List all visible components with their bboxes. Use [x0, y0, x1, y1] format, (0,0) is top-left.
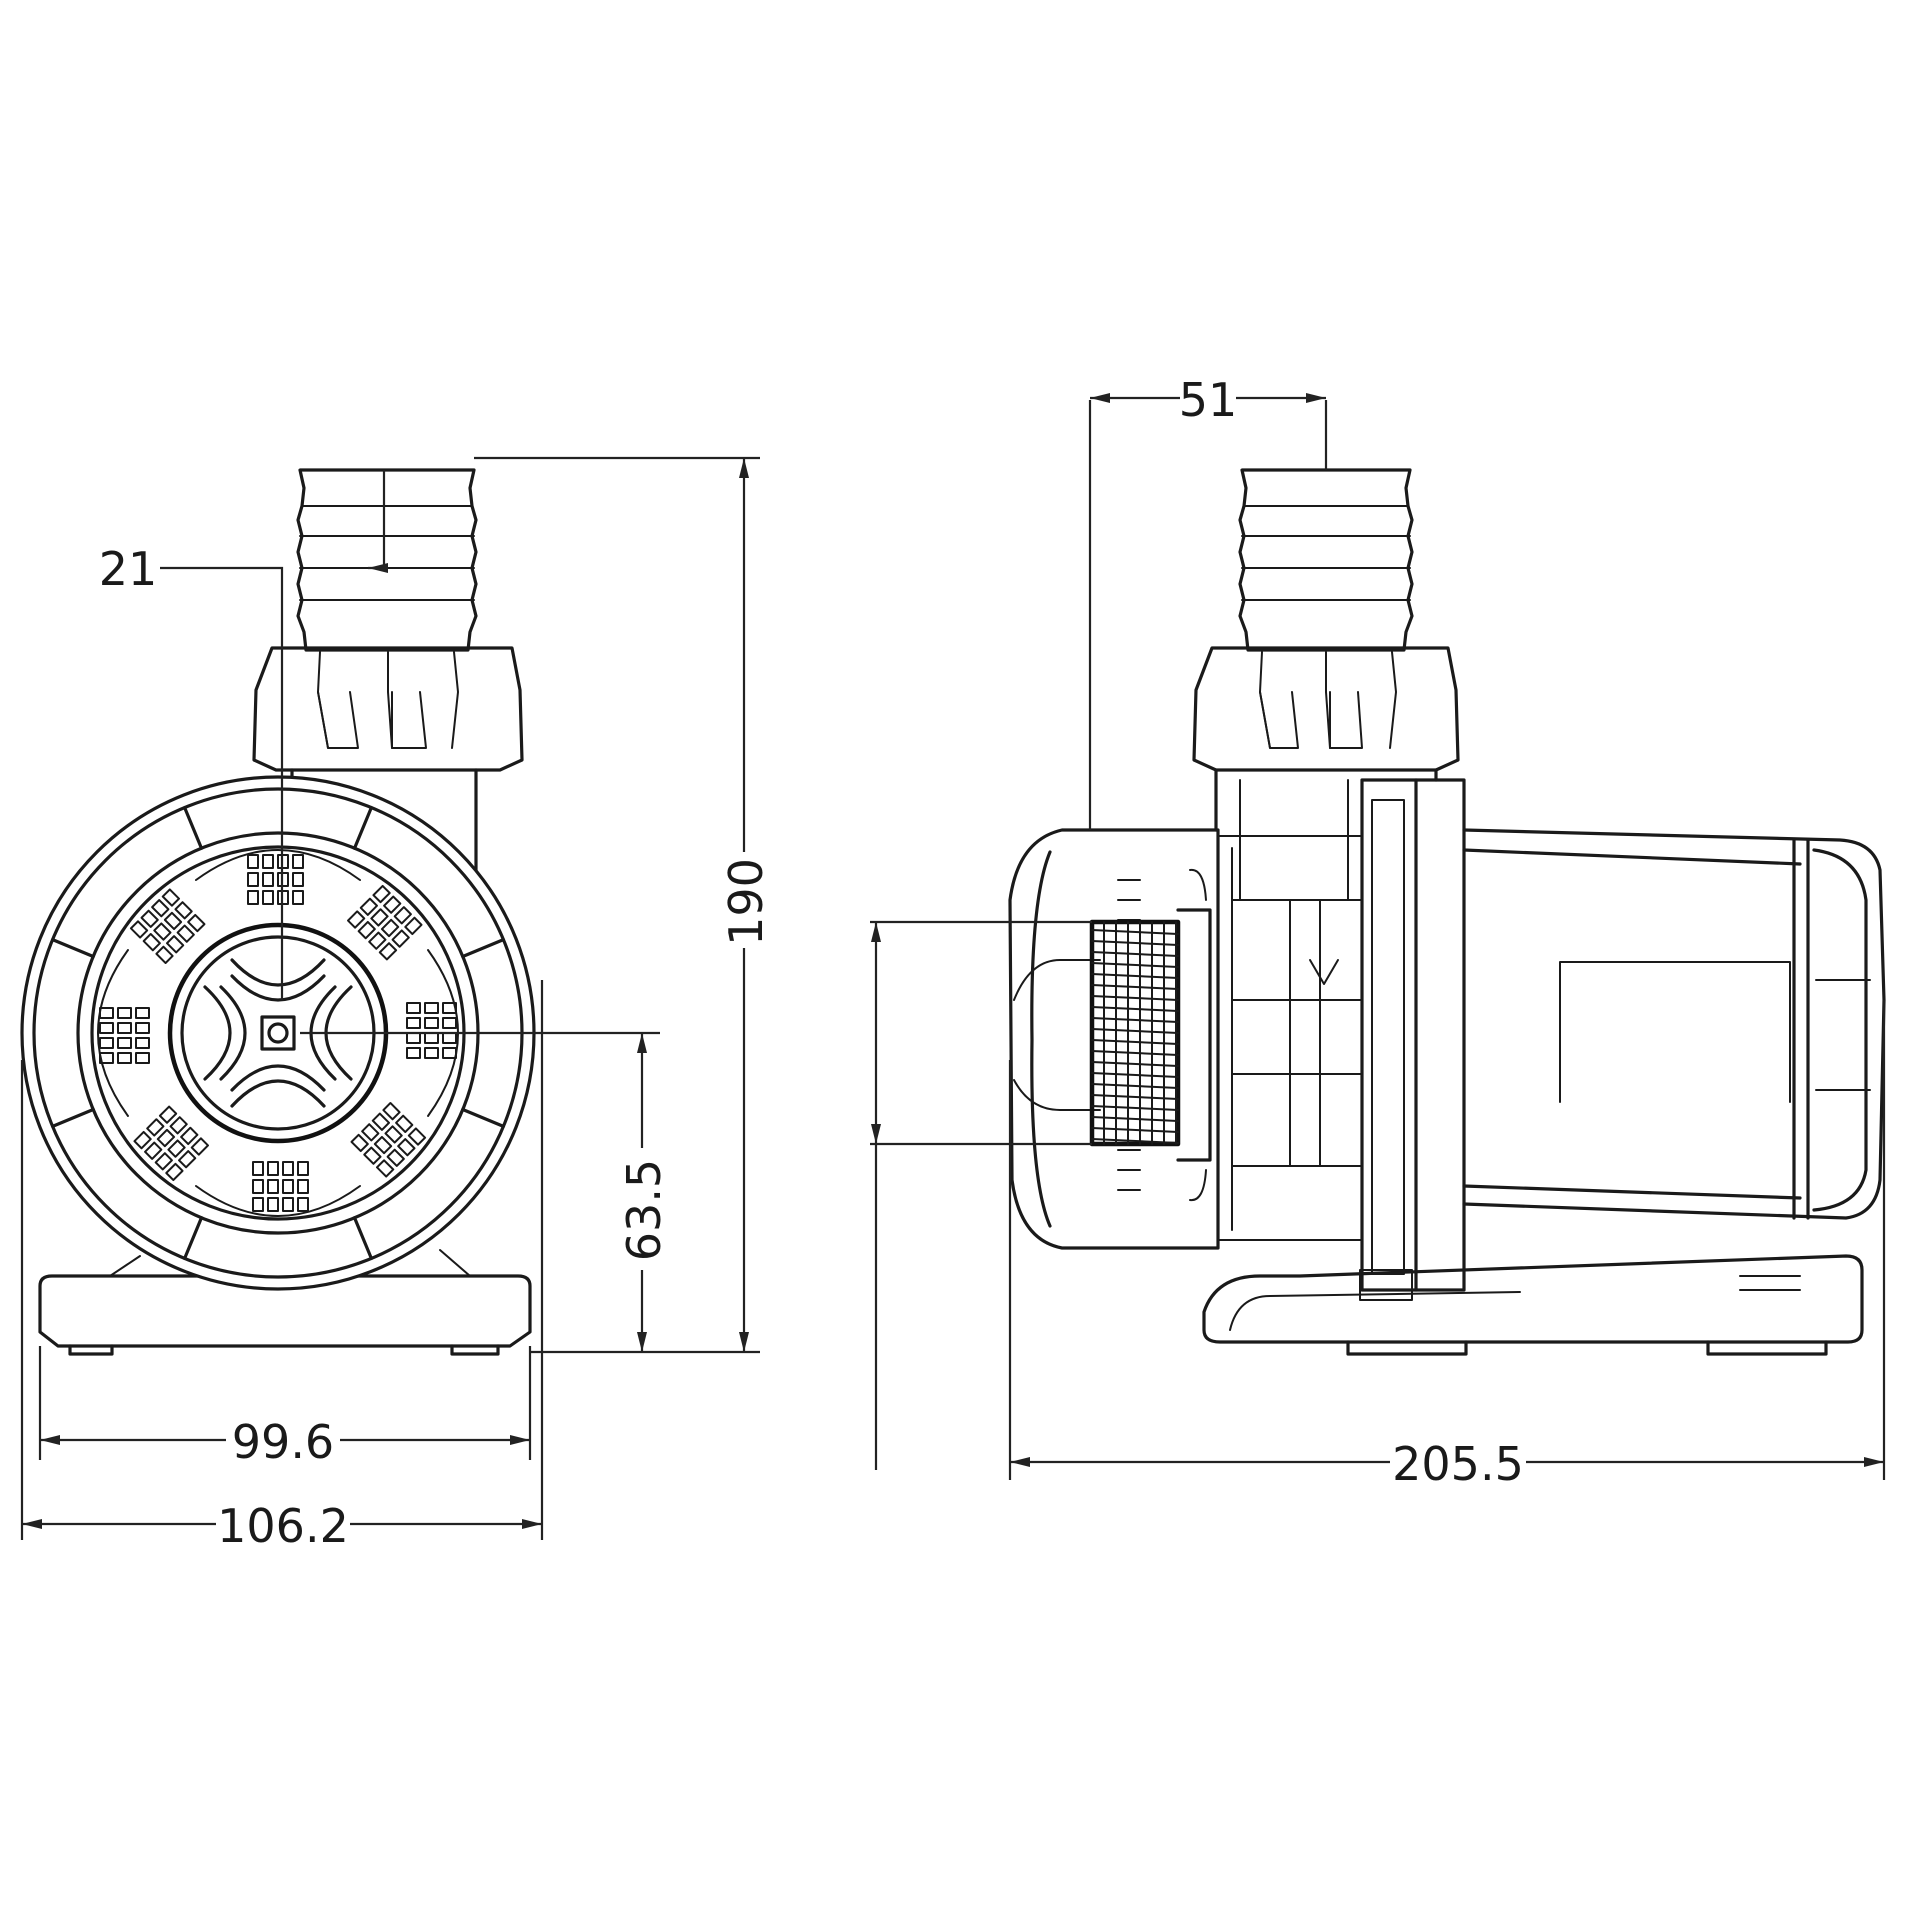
- side-threaded-inlet: [1089, 868, 1212, 1202]
- side-outlet-nozzle: [1238, 468, 1414, 652]
- dim-label-overall-length: 205.5: [1392, 1437, 1524, 1491]
- union-nut: [252, 646, 524, 772]
- dim-label-outlet-offset: 51: [1179, 373, 1238, 427]
- side-inlet-cover: [1008, 828, 1363, 1250]
- side-base: [1202, 1254, 1864, 1356]
- front-view: [20, 468, 536, 1356]
- side-flange: [1359, 778, 1466, 1301]
- dim-label-inlet-height: 63.5: [617, 1159, 671, 1261]
- dim-label-base-width: 99.6: [232, 1415, 334, 1469]
- side-view: [1008, 468, 1886, 1356]
- side-motor-body: [1462, 828, 1886, 1220]
- dim-label-overall-width: 106.2: [217, 1499, 349, 1553]
- side-internals: [1231, 779, 1363, 1167]
- side-union-nut: [1192, 646, 1460, 772]
- front-base: [38, 1249, 532, 1356]
- dim-label-total-height: 190: [719, 858, 773, 946]
- outlet-nozzle: [296, 468, 478, 652]
- dim-label-outlet-diameter: 21: [99, 542, 158, 596]
